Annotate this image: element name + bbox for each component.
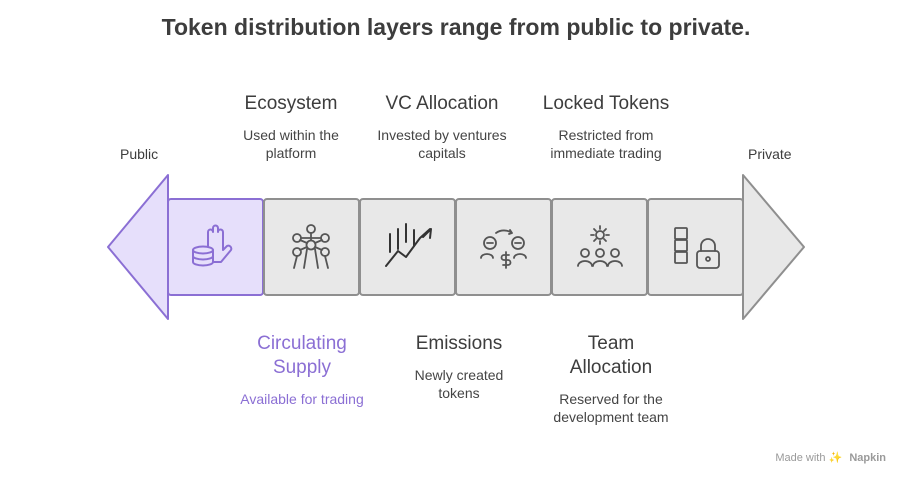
napkin-logo-icon: ✨: [828, 452, 843, 464]
label-team-allocation: Team Allocation Reserved for the develop…: [526, 332, 696, 426]
block-ecosystem: [263, 198, 360, 296]
layer-desc: Used within the platform: [243, 127, 339, 161]
layer-title: Circulating Supply: [257, 333, 347, 378]
team-gear-icon: [577, 225, 623, 267]
right-arrowhead: [742, 174, 805, 320]
label-ecosystem: Ecosystem Used within the platform: [206, 92, 376, 162]
diagram-title: Token distribution layers range from pub…: [161, 14, 751, 40]
label-circulating-supply: Circulating Supply Available for trading: [217, 332, 387, 408]
layer-title: VC Allocation: [385, 93, 499, 114]
coin-exchange-icon: [480, 229, 527, 269]
footer-prefix: Made with: [775, 452, 826, 464]
block-locked-tokens: [647, 198, 744, 296]
layer-title: Locked Tokens: [542, 93, 670, 114]
hand-coins-icon: [192, 224, 233, 267]
block-emissions: [455, 198, 552, 296]
block-team-allocation: [551, 198, 648, 296]
label-emissions: Emissions Newly created tokens: [374, 332, 544, 402]
layer-desc: Restricted from immediate trading: [550, 127, 662, 161]
network-icon: [292, 224, 330, 269]
made-with-napkin[interactable]: Made with ✨ Napkin: [775, 451, 888, 464]
label-vc-allocation: VC Allocation Invested by ventures capit…: [357, 92, 527, 162]
layer-desc: Reserved for the development team: [553, 391, 669, 425]
layer-title: Team Allocation: [569, 333, 653, 378]
label-locked-tokens: Locked Tokens Restricted from immediate …: [521, 92, 691, 162]
footer-brand: Napkin: [849, 452, 886, 464]
layer-title: Emissions: [415, 333, 503, 354]
left-arrowhead: [107, 174, 169, 320]
chart-up-icon: [385, 223, 432, 267]
layer-title: Ecosystem: [244, 93, 338, 114]
public-end-label: Public: [120, 146, 159, 162]
layer-desc: Available for trading: [240, 391, 364, 407]
layer-desc: Newly created tokens: [414, 367, 504, 401]
block-circulating-supply: [167, 198, 264, 296]
private-end-label: Private: [748, 146, 792, 162]
block-vc-allocation: [359, 198, 456, 296]
layer-desc: Invested by ventures capitals: [377, 127, 507, 161]
lock-blocks-icon: [674, 227, 720, 269]
